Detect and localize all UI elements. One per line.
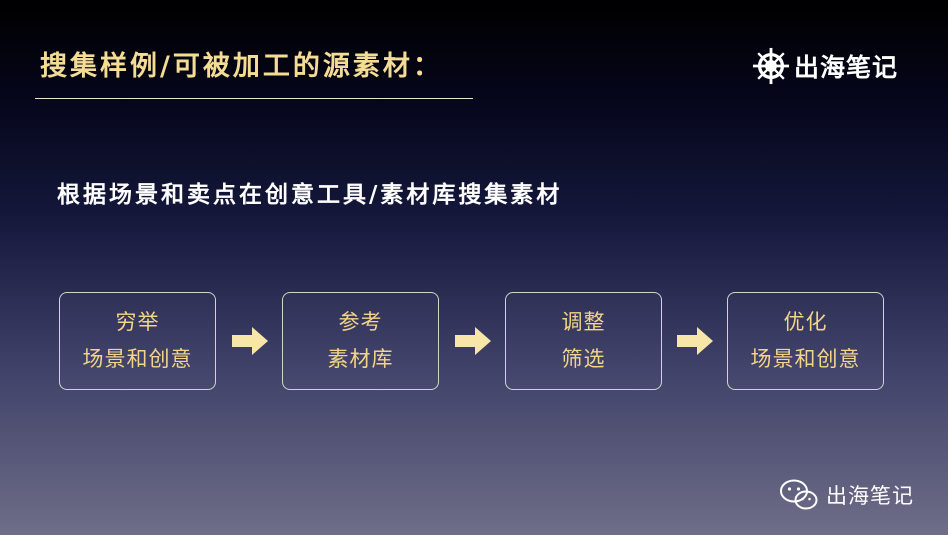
flow-step-4-line1: 优化 (783, 310, 828, 334)
flow-step-3: 调整 筛选 (505, 292, 662, 390)
flow-step-4-line2: 场景和创意 (750, 347, 861, 371)
footer-watermark: 出海笔记 (780, 479, 914, 511)
flow-step-2-line1: 参考 (338, 310, 383, 334)
arrow-right-icon (455, 327, 491, 355)
flow-step-1: 穷举 场景和创意 (59, 292, 216, 390)
arrow-right-icon (232, 327, 268, 355)
flow-step-3-line2: 筛选 (561, 347, 606, 371)
ship-wheel-icon (752, 47, 790, 85)
arrow-right-icon (677, 327, 713, 355)
flow-step-4: 优化 场景和创意 (727, 292, 884, 390)
wechat-icon (780, 479, 818, 510)
section-subtitle: 根据场景和卖点在创意工具/素材库搜集素材 (57, 182, 563, 208)
title-underline (35, 98, 473, 99)
flow-step-1-line1: 穷举 (115, 310, 160, 334)
flow-step-3-line1: 调整 (561, 310, 606, 334)
page-title: 搜集样例/可被加工的源素材： (40, 51, 443, 82)
flow-step-2-line2: 素材库 (327, 347, 394, 371)
brand-name: 出海笔记 (794, 53, 899, 82)
footer-text: 出海笔记 (826, 484, 914, 508)
flow-step-2: 参考 素材库 (282, 292, 439, 390)
brand-logo: 出海笔记 (752, 47, 898, 85)
flow-step-1-line2: 场景和创意 (82, 347, 193, 371)
